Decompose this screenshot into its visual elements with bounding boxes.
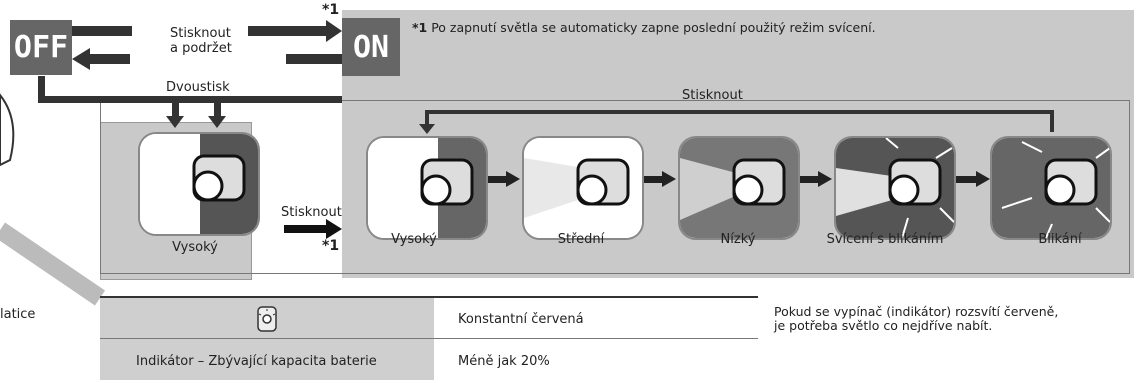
lamp-icon (420, 158, 474, 206)
tile-medium (522, 136, 644, 240)
row-divider (100, 338, 758, 339)
row2-right: Méně jak 20% (458, 354, 550, 369)
indicator-table: Konstantní červená Indikátor – Zbývající… (100, 296, 758, 380)
table-top-border (100, 296, 758, 298)
lamp-icon (732, 158, 786, 206)
off-box: OFF (10, 20, 72, 75)
mode-label-flash-steady: Svícení s blikáním (826, 232, 944, 247)
lamp-icon (192, 154, 246, 202)
tile-low (678, 136, 800, 240)
row1-left (100, 298, 434, 338)
tile-flash-steady (834, 136, 956, 240)
mode-label-medium: Střední (557, 232, 605, 247)
on-box: ON (342, 18, 400, 76)
note-line: *1 Po zapnutí světla se automaticky zapn… (412, 20, 876, 35)
lamp-icon (1044, 158, 1098, 206)
mode-label-flash: Blikání (1038, 232, 1082, 247)
switch-indicator-icon (257, 306, 277, 332)
double-press-label: Dvoustisk (166, 80, 230, 95)
mode-label-low: Nízký (720, 232, 756, 247)
press-hold-label: Stisknout a podržet (170, 26, 232, 56)
tile-high (366, 136, 488, 240)
star1-left: *1 (322, 238, 340, 254)
lamp-icon (888, 158, 942, 206)
press-left-label: Stisknout (281, 205, 342, 220)
lamp-icon (576, 158, 630, 206)
charge-note: Pokud se vypínač (indikátor) rozsvítí če… (774, 304, 1059, 333)
row2-left: Indikátor – Zbývající kapacita baterie (136, 354, 377, 369)
note-text: Po zapnutí světla se automaticky zapne p… (427, 20, 876, 35)
press-loop-label: Stisknout (682, 88, 743, 103)
left-tile-label: Vysoký (172, 240, 218, 255)
side-label: latice (0, 307, 36, 322)
right-panel-frame (100, 100, 1130, 274)
row2-left-bg (100, 339, 434, 380)
note-marker: *1 (412, 20, 428, 35)
tile-high-left (138, 132, 260, 236)
mode-label-high: Vysoký (391, 232, 437, 247)
row1-right: Konstantní červená (458, 312, 584, 327)
star1-top: *1 (322, 2, 340, 18)
tile-flash (990, 136, 1112, 240)
